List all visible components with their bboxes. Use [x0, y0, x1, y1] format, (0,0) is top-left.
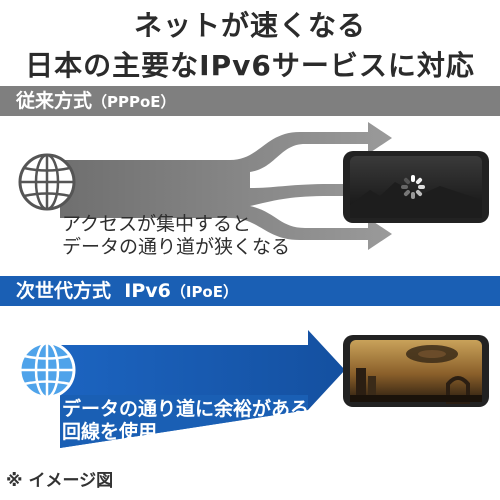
- legacy-caption-line2: データの通り道が狭くなる: [62, 236, 291, 258]
- legacy-bandwidth-arrows: [60, 122, 392, 250]
- legacy-protocol: （PPPoE）: [92, 93, 176, 111]
- legacy-smartphone: [343, 151, 489, 223]
- nextgen-smartphone: [343, 335, 489, 407]
- legacy-caption: アクセスが集中すると データの通り道が狭くなる: [62, 213, 290, 259]
- nextgen-bandwidth-arrow: [60, 330, 345, 448]
- nextgen-protocol: IPv6: [124, 280, 171, 302]
- nextgen-caption-line1: データの通り道に余裕がある: [62, 398, 310, 420]
- nextgen-protocol-sub: （IPoE）: [170, 283, 238, 301]
- nextgen-caption: データの通り道に余裕がある 回線を使用: [62, 398, 309, 444]
- legacy-section-header: 従来方式（PPPoE）: [0, 86, 500, 116]
- legacy-label: 従来方式: [16, 90, 93, 112]
- nextgen-globe-icon: [18, 341, 76, 399]
- nextgen-section-header: 次世代方式 IPv6（IPoE）: [0, 276, 500, 306]
- loading-spinner-icon: [401, 175, 425, 199]
- legacy-caption-line1: アクセスが集中すると: [62, 213, 252, 235]
- legacy-globe-icon: [18, 153, 76, 211]
- headline-line2: 日本の主要なIPv6サービスに対応: [25, 49, 475, 82]
- headline-line1: ネットが速くなる: [133, 9, 366, 42]
- nextgen-label: 次世代方式: [16, 280, 112, 302]
- footnote: ※ イメージ図: [6, 471, 114, 491]
- nextgen-caption-line2: 回線を使用: [62, 421, 158, 443]
